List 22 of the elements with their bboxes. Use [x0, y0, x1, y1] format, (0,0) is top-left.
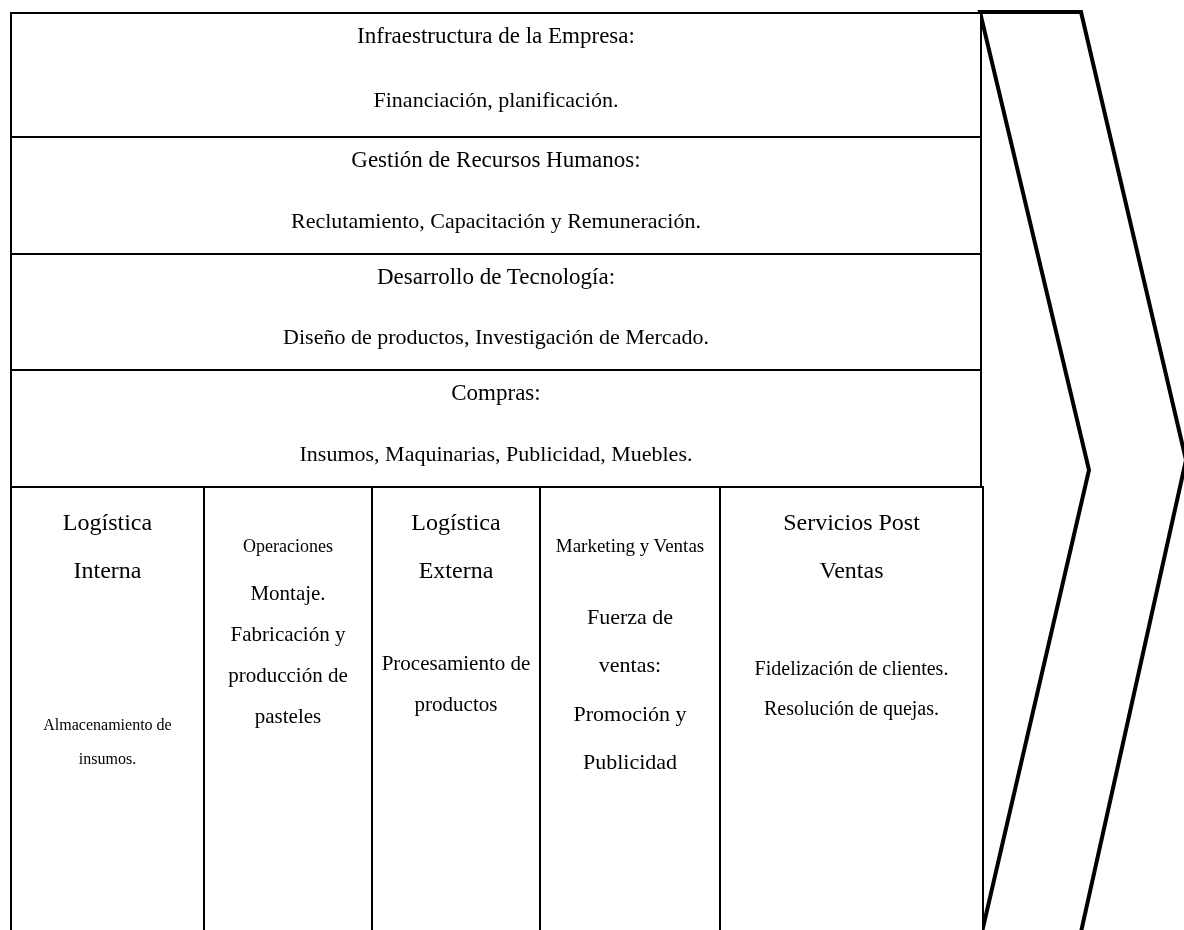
column-heading: Marketing y Ventas: [555, 534, 705, 558]
column-heading: Operaciones: [243, 535, 333, 558]
band-heading: Desarrollo de Tecnología:: [376, 263, 616, 291]
band-description: Diseño de productos, Investigación de Mercado.: [283, 324, 709, 351]
column-description: Fuerza de ventas: Promoción y Publicidad: [572, 603, 688, 777]
band-description: Insumos, Maquinarias, Publicidad, Muebles.: [299, 440, 693, 467]
column-heading: Logística Interna: [61, 508, 154, 585]
support-activity-band: [10, 253, 982, 371]
band-heading: Gestión de Recursos Humanos:: [351, 146, 641, 174]
column-heading: Logística Externa: [410, 508, 502, 585]
column-heading: Servicios Post Ventas: [782, 508, 921, 585]
column-description: Procesamiento de productos: [381, 650, 531, 718]
support-activity-band: [10, 369, 982, 488]
band-description: Reclutamiento, Capacitación y Remuneración.: [291, 207, 701, 234]
band-description: Financiación, planificación.: [373, 87, 619, 114]
band-heading: Compras:: [451, 379, 541, 407]
band-heading: Infraestructura de la Empresa:: [357, 22, 635, 50]
support-activity-band: [10, 12, 982, 138]
column-description: Almacenamiento de insumos.: [42, 715, 173, 769]
column-description: Montaje. Fabricación y producción de pasteles: [227, 580, 349, 730]
column-description: Fidelización de clientes. Resolución de quejas.: [753, 656, 950, 722]
support-activity-band: [10, 136, 982, 255]
